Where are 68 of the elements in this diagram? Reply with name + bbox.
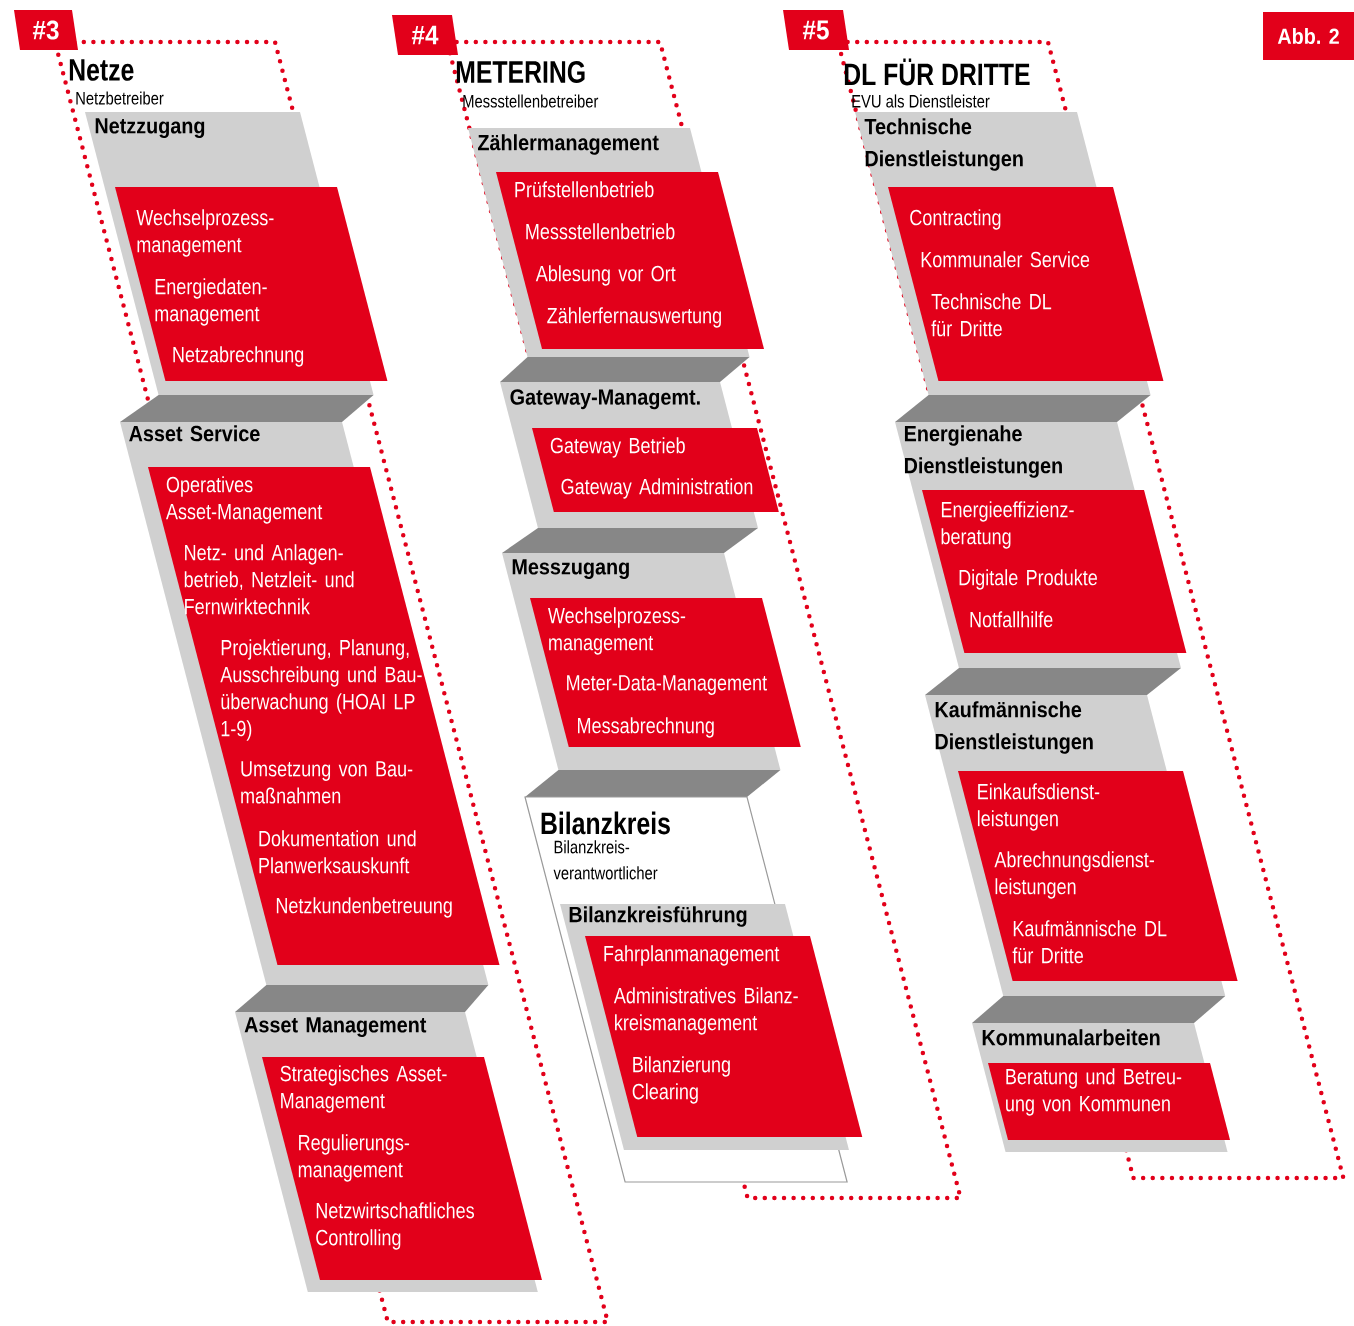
number-tab: #5 (783, 10, 849, 50)
service-panel (922, 490, 1187, 653)
service-label: Messstellenbetrieb (526, 223, 675, 240)
service-label: Umsetzung von Bau- maßnahmen (241, 761, 413, 804)
service-panel (496, 172, 765, 349)
service-panel (530, 598, 801, 747)
service-label: Administratives Bilanz- kreismanagement (613, 987, 798, 1035)
service-label: Gateway Administration (561, 478, 753, 499)
category-heading: Energienahe Dienstleistungen (904, 425, 1062, 478)
service-label: Kaufmännische DL für Dritte (1012, 920, 1167, 964)
column-subtitle: Messstellenbetreiber (463, 94, 599, 108)
service-label: Fahrplanmanagement (604, 945, 780, 966)
service-label: Contracting (910, 209, 1001, 230)
service-label: Energieeffizienz- beratung (941, 501, 1074, 549)
column-subtitle: EVU als Dienstleister (852, 94, 990, 108)
category-heading: Netzzugang (95, 118, 205, 138)
service-label: Zählerfernauswertung (547, 307, 721, 328)
category-heading: Messzugang (512, 559, 629, 579)
group-subtitle: Bilanzkreis- verantwortlicher (553, 840, 658, 880)
category-heading: Gateway-Managemt. (510, 389, 700, 410)
service-label: Prüfstellenbetrieb (515, 181, 654, 198)
category-heading: Zählermanagement (478, 134, 659, 155)
service-label: Abrechnungsdienst- leistungen (994, 851, 1154, 899)
service-label: Netzkundenbetreuung (276, 897, 452, 918)
service-label: Projektierung, Planung, Ausschreibung und Bau- überwachung (HOAI LP 1-9) (220, 639, 422, 741)
service-label: Beratung und Betreu- ung von Kommunen (1006, 1068, 1182, 1116)
category-heading: Bilanzkreisführung (569, 906, 747, 927)
service-label: Energiedaten- management (155, 278, 267, 326)
service-label: Digitale Produkte (959, 569, 1097, 590)
service-panel (115, 187, 388, 381)
category-heading: Kommunalarbeiten (982, 1029, 1160, 1046)
service-label: Dokumentation und Planwerksauskunft (259, 830, 416, 874)
service-label: Netz- und Anlagen- betrieb, Netzleit- und Fernwirktechnik (184, 544, 354, 615)
service-label: Bilanzierung Clearing (632, 1056, 730, 1104)
service-label: Wechselprozess- management (548, 607, 686, 655)
service-panel (888, 187, 1164, 381)
service-panel (988, 1063, 1231, 1140)
service-label: Kommunaler Service (921, 251, 1090, 268)
service-label: Netzabrechnung (173, 346, 304, 367)
service-panel (148, 467, 500, 965)
service-label: Gateway Betrieb (550, 437, 685, 458)
column-title: DL FÜR DRITTE (844, 58, 1030, 86)
service-label: Operatives Asset-Management (165, 476, 323, 524)
column-title: METERING (456, 61, 585, 83)
service-panel (958, 771, 1238, 981)
number-tab: #3 (14, 10, 78, 50)
group-title: Bilanzkreis (541, 811, 670, 835)
service-label: Netzwirtschaftliches Controlling (316, 1202, 474, 1250)
category-heading: Asset Management (244, 1017, 427, 1037)
service-label: Meter-Data-Management (567, 675, 767, 695)
service-label: Notfallhilfe (970, 611, 1053, 628)
category-heading: Kaufmännische Dienstleistungen (935, 701, 1093, 754)
service-label: Wechselprozess- management (136, 209, 274, 257)
service-label: Strategisches Asset- Management (280, 1065, 447, 1113)
service-label: Einkaufsdienst- leistungen (977, 783, 1100, 831)
service-label: Messabrechnung (578, 717, 714, 738)
service-panel (585, 936, 863, 1137)
figure-badge: Abb. 2 (1263, 12, 1354, 60)
service-label: Regulierungs- management (298, 1134, 410, 1182)
service-panel (262, 1057, 542, 1280)
service-label: Ablesung vor Ort (535, 265, 676, 286)
service-panel (532, 428, 779, 512)
number-tab: #4 (392, 15, 458, 55)
service-label: Technische DL für Dritte (931, 293, 1052, 337)
category-heading: Technische Dienstleistungen (864, 118, 1023, 171)
column-subtitle: Netzbetreiber (76, 91, 164, 105)
category-heading: Asset Service (129, 425, 260, 442)
column-title: Netze (69, 59, 134, 81)
